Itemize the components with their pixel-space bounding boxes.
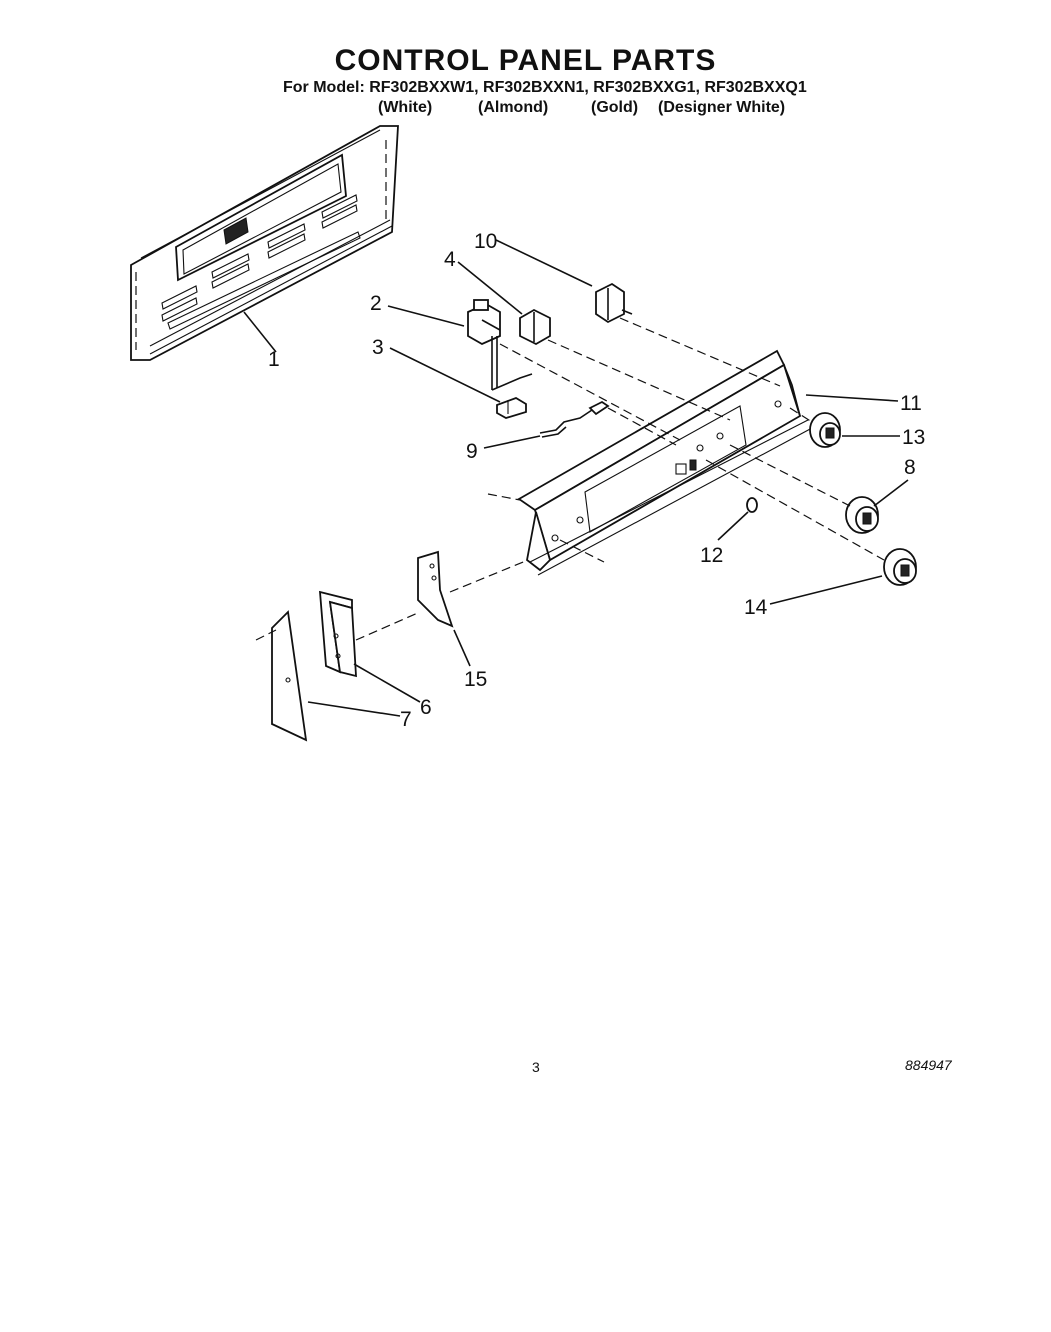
assembly-line (729, 444, 851, 507)
callout-13: 13 (902, 426, 925, 449)
leader-line (243, 311, 277, 353)
leader-line (387, 305, 465, 327)
leader-line (873, 479, 909, 507)
color-white: (White) (378, 99, 433, 116)
knob-part-14 (883, 548, 917, 586)
assembly-line (559, 539, 605, 563)
callout-15: 15 (464, 668, 487, 691)
wire-harness-part-9 (539, 400, 610, 438)
control-housing-part-11 (517, 349, 813, 576)
leader-line (389, 347, 501, 403)
callout-4: 4 (444, 248, 456, 271)
leader-line (769, 575, 883, 605)
switch-part-2 (467, 299, 533, 391)
assembly-line (487, 493, 521, 501)
rear-panel-part-1 (130, 125, 399, 361)
leader-line (717, 511, 749, 541)
assembly-line (449, 559, 529, 593)
callout-8: 8 (904, 456, 916, 479)
leader-line (307, 701, 401, 717)
callout-3: 3 (372, 336, 384, 359)
end-cap-part-6 (319, 590, 357, 678)
model-list: For Model: RF302BXXW1, RF302BXXN1, RF302… (283, 79, 807, 96)
callout-9: 9 (466, 440, 478, 463)
color-almond: (Almond) (478, 99, 549, 116)
page-number: 3 (532, 1059, 540, 1075)
leader-line (483, 435, 541, 449)
assembly-line (499, 343, 681, 441)
switch-part-10 (595, 282, 633, 324)
color-designer-white: (Designer White) (658, 99, 786, 116)
assembly-line (607, 407, 677, 446)
end-trim-part-7 (271, 610, 308, 742)
callout-14: 14 (744, 596, 768, 619)
callout-10: 10 (474, 230, 497, 253)
assembly-line (255, 629, 277, 641)
leader-line (805, 394, 899, 402)
callout-12: 12 (700, 544, 723, 567)
assembly-line (547, 339, 731, 421)
screw-part-12 (746, 497, 758, 513)
leader-line (353, 663, 421, 703)
assembly-line (355, 611, 421, 641)
relay-part-4 (519, 308, 551, 346)
assembly-line (789, 407, 813, 423)
connector-part-3 (496, 397, 527, 419)
knob-part-8 (845, 496, 879, 534)
bracket-part-15 (417, 550, 454, 628)
callout-1: 1 (268, 348, 280, 371)
callout-6: 6 (420, 696, 432, 719)
assembly-line (705, 459, 885, 561)
page-title: CONTROL PANEL PARTS (334, 44, 717, 77)
assembly-line (619, 317, 781, 387)
document-code: 884947 (905, 1057, 952, 1073)
leader-line (457, 261, 523, 315)
callout-7: 7 (400, 708, 412, 731)
color-gold: (Gold) (591, 99, 639, 116)
knob-part-13 (809, 412, 841, 448)
leader-line (453, 629, 471, 667)
leader-line (495, 239, 593, 287)
callout-2: 2 (370, 292, 382, 315)
callout-11: 11 (900, 392, 922, 415)
